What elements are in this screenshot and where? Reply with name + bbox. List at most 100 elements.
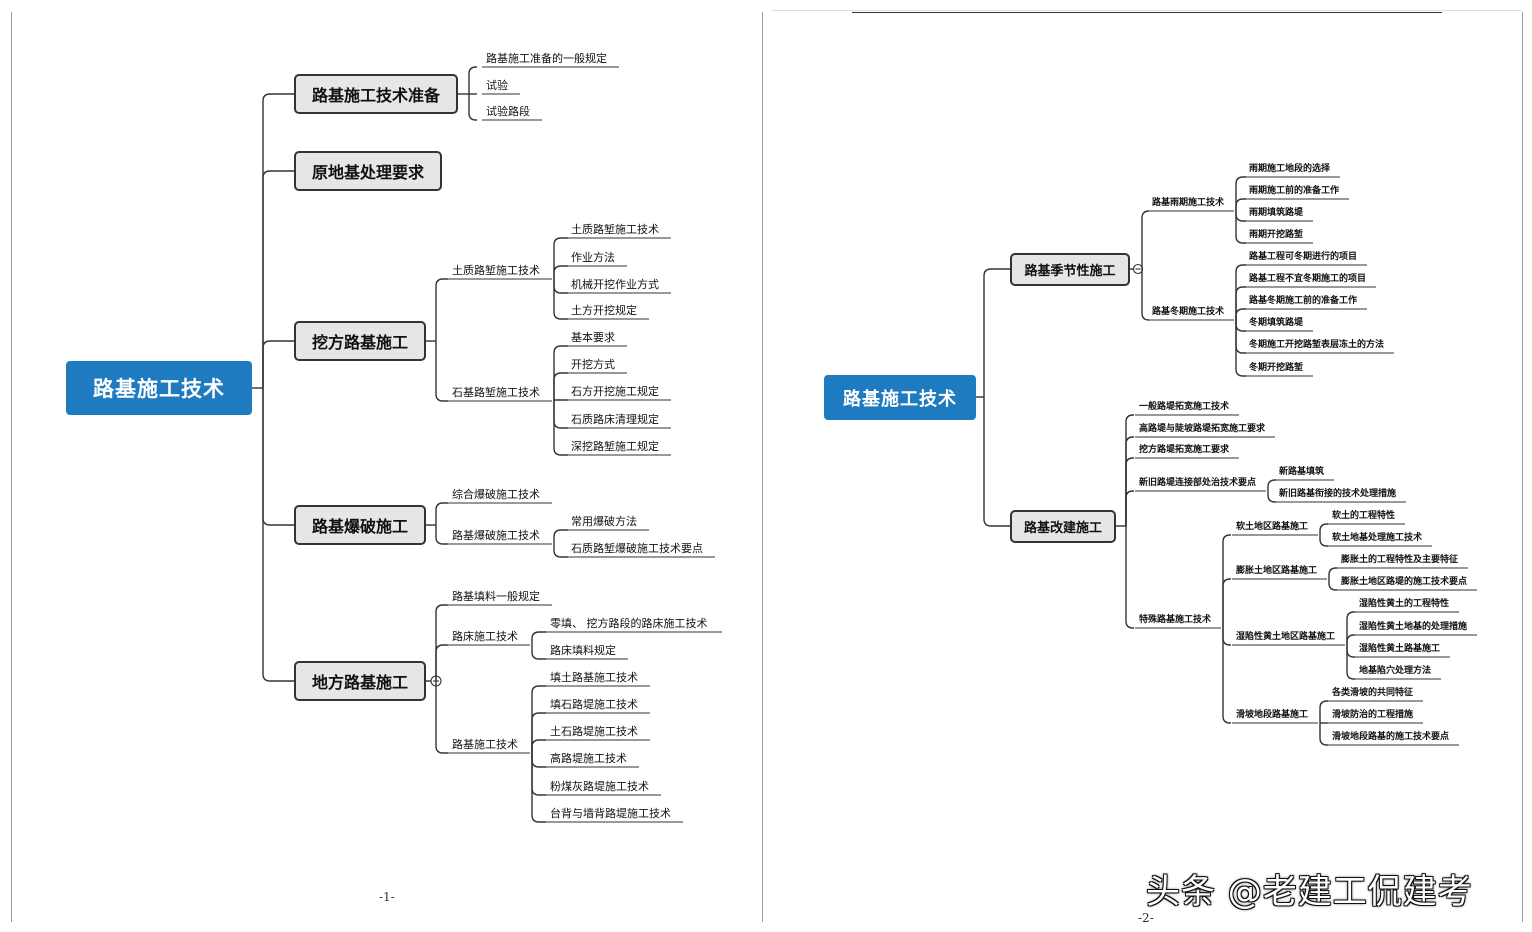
leaf-connector bbox=[1346, 645, 1355, 658]
leaf-connector bbox=[553, 529, 568, 544]
main-topic: 路基改建施工 bbox=[1010, 509, 1116, 543]
leaf-connector bbox=[1328, 579, 1337, 591]
leaf-topic: 膨胀土地区路堤的施工技术要点 bbox=[1341, 577, 1468, 587]
document-page-1: 路基施工技术路基施工技术准备原地基处理要求挖方路基施工路基爆破施工地方路基施工路… bbox=[0, 0, 760, 932]
leaf-connector bbox=[1235, 176, 1246, 211]
branch-connector bbox=[262, 340, 294, 388]
leaf-connector bbox=[531, 645, 546, 660]
leaf-topic: 新路基填筑 bbox=[1279, 467, 1325, 477]
leaf-topic: 路基工程不宜冬期施工的项目 bbox=[1249, 274, 1367, 284]
leaf-topic: 软土的工程特性 bbox=[1332, 511, 1396, 521]
branch-connector bbox=[262, 93, 294, 388]
leaf-connector bbox=[1235, 198, 1246, 211]
leaf-connector bbox=[1346, 611, 1355, 645]
subtopic: 湿陷性黄土地区路基施工 bbox=[1236, 632, 1336, 642]
leaf-connector bbox=[553, 544, 568, 558]
leaf-connector bbox=[531, 753, 546, 823]
branch-connector bbox=[262, 388, 294, 526]
page-border-left bbox=[762, 12, 763, 922]
leaf-topic: 填土路基施工技术 bbox=[550, 671, 638, 684]
leaf-connector bbox=[1346, 634, 1355, 645]
leaf-connector bbox=[553, 265, 568, 279]
sub-connector bbox=[435, 681, 448, 754]
leaf-topic: 路基冬期施工前的准备工作 bbox=[1249, 296, 1358, 306]
page-border-left bbox=[11, 12, 12, 922]
leaf-topic: 土方开挖规定 bbox=[571, 304, 637, 317]
leaf-topic: 粉煤灰路堤施工技术 bbox=[550, 780, 649, 793]
watermark-text: 头条 @老建工侃建考 bbox=[1146, 872, 1473, 912]
leaf-connector bbox=[1319, 523, 1328, 535]
leaf-topic: 石方开挖施工规定 bbox=[571, 385, 659, 398]
leaf-topic: 膨胀土的工程特性及主要特征 bbox=[1341, 555, 1459, 565]
leaf-topic: 试验 bbox=[486, 79, 508, 92]
leaf-topic: 基本要求 bbox=[571, 331, 615, 344]
leaf-topic: 高路堤施工技术 bbox=[550, 752, 627, 765]
subtopic: 土质路堑施工技术 bbox=[452, 264, 540, 277]
leaf-topic: 湿陷性黄土路基施工 bbox=[1359, 644, 1441, 654]
main-topic: 路基季节性施工 bbox=[1010, 252, 1130, 286]
leaf-connector bbox=[1319, 700, 1328, 723]
sub-connector bbox=[1141, 210, 1150, 269]
sub-connector bbox=[1125, 457, 1134, 526]
leaf-topic: 台背与墙背路堤施工技术 bbox=[550, 807, 671, 820]
leaf-topic: 路基工程可冬期进行的项目 bbox=[1249, 252, 1358, 262]
sub-connector bbox=[1222, 628, 1231, 646]
leaf-connector bbox=[1328, 567, 1337, 579]
page-number: -2- bbox=[1138, 911, 1154, 925]
leaf-connector bbox=[468, 94, 477, 121]
leaf-topic: 石质路堑爆破施工技术要点 bbox=[571, 542, 703, 555]
subtopic: 一般路堤拓宽施工技术 bbox=[1139, 402, 1230, 412]
subtopic: 综合爆破施工技术 bbox=[452, 488, 540, 501]
leaf-topic: 石质路床清理规定 bbox=[571, 413, 659, 426]
leaf-topic: 机械开挖作业方式 bbox=[571, 278, 659, 291]
page-border-right bbox=[1522, 12, 1523, 922]
leaf-connector bbox=[468, 66, 477, 94]
subtopic: 路基填料一般规定 bbox=[452, 590, 540, 603]
leaf-connector bbox=[1319, 723, 1328, 746]
sub-connector bbox=[1222, 628, 1231, 724]
leaf-connector bbox=[553, 401, 568, 429]
main-topic: 地方路基施工 bbox=[294, 661, 426, 701]
leaf-connector bbox=[1346, 645, 1355, 680]
leaf-connector bbox=[531, 739, 546, 753]
leaf-topic: 试验路段 bbox=[486, 105, 530, 118]
leaf-topic: 各类滑坡的共同特征 bbox=[1332, 688, 1414, 698]
leaf-topic: 新旧路基衔接的技术处理措施 bbox=[1279, 489, 1397, 499]
sub-connector bbox=[435, 644, 448, 681]
main-topic: 路基爆破施工 bbox=[294, 505, 426, 545]
mindmap-connectors-page-2 bbox=[976, 176, 1477, 746]
leaf-connector bbox=[1235, 264, 1246, 320]
leaf-topic: 湿陷性黄土地基的处理措施 bbox=[1359, 622, 1468, 632]
subtopic: 路床施工技术 bbox=[452, 630, 518, 643]
subtopic: 特殊路基施工技术 bbox=[1139, 615, 1212, 625]
subtopic: 膨胀土地区路基施工 bbox=[1236, 566, 1318, 576]
leaf-topic: 湿陷性黄土的工程特性 bbox=[1359, 599, 1450, 609]
root-topic: 路基施工技术 bbox=[66, 361, 252, 415]
sub-connector bbox=[1125, 436, 1134, 526]
sub-connector bbox=[1125, 414, 1134, 526]
main-topic: 挖方路基施工 bbox=[294, 321, 426, 361]
subtopic: 路基施工技术 bbox=[452, 738, 518, 751]
leaf-topic: 填石路堤施工技术 bbox=[550, 698, 638, 711]
leaf-connector bbox=[553, 401, 568, 456]
sub-connector bbox=[435, 525, 448, 545]
branch-connector bbox=[262, 388, 294, 682]
sub-connector bbox=[435, 604, 448, 681]
leaf-topic: 滑坡地段路基的施工技术要点 bbox=[1332, 732, 1450, 742]
subtopic: 路基雨期施工技术 bbox=[1152, 198, 1225, 208]
subtopic: 滑坡地段路基施工 bbox=[1236, 710, 1309, 720]
leaf-connector bbox=[1235, 320, 1246, 354]
leaf-topic: 常用爆破方法 bbox=[571, 515, 637, 528]
leaf-connector bbox=[531, 631, 546, 645]
branch-connector bbox=[983, 397, 1010, 527]
leaf-topic: 地基陷穴处理方法 bbox=[1359, 666, 1432, 676]
leaf-connector bbox=[1235, 286, 1246, 320]
sub-connector bbox=[435, 278, 448, 341]
leaf-connector bbox=[531, 753, 546, 796]
sub-connector bbox=[1141, 269, 1150, 321]
leaf-topic: 路基施工准备的一般规定 bbox=[486, 52, 607, 65]
main-topic: 原地基处理要求 bbox=[294, 151, 442, 191]
leaf-topic: 路床填料规定 bbox=[550, 644, 616, 657]
sub-connector bbox=[435, 502, 448, 525]
leaf-topic: 作业方法 bbox=[571, 251, 615, 264]
